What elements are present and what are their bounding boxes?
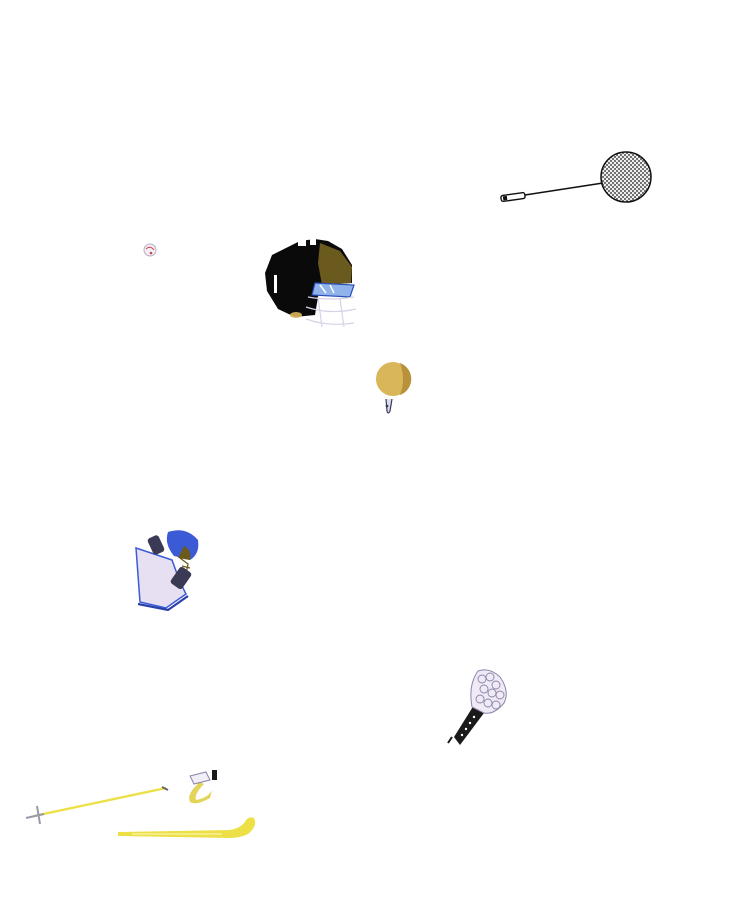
hockey-gear-icon [135, 530, 199, 612]
ski-pole-icon [25, 786, 169, 825]
ski-icon [118, 817, 256, 838]
ski-boot-binding-icon [189, 770, 217, 804]
shuttlecock-small-icon [143, 243, 157, 257]
shuttlecock-large-icon [447, 669, 507, 745]
football-helmet-icon [265, 237, 357, 328]
badminton-racket-icon [500, 151, 652, 203]
table-tennis-paddle-icon [376, 362, 412, 414]
